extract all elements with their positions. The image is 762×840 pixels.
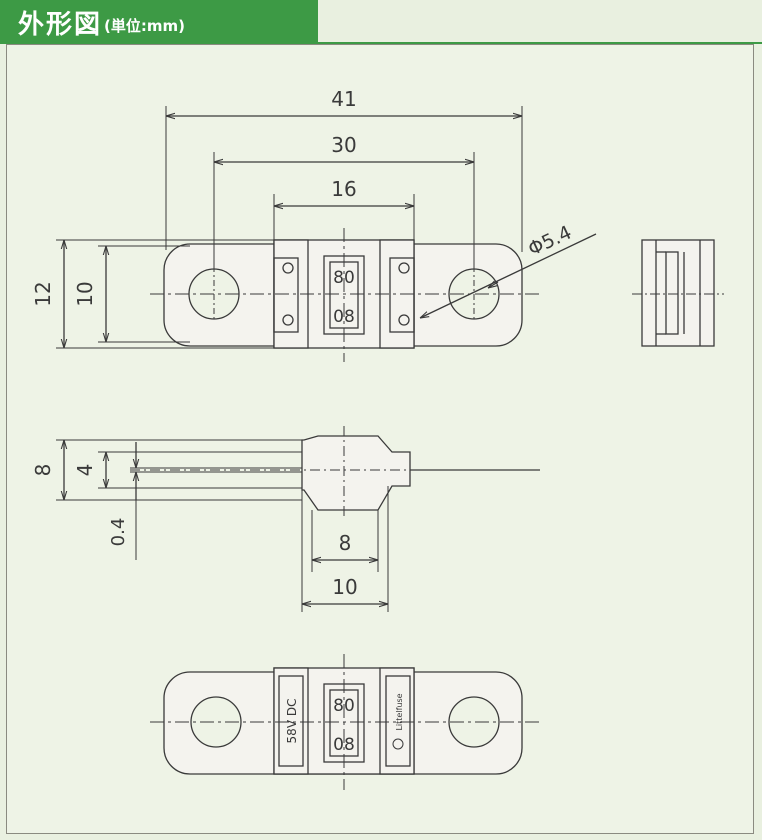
side-view: 8 4 0.4 8 10 [31, 426, 540, 612]
dim-04-label: 0.4 [108, 518, 129, 547]
dim-hole-leader [420, 233, 597, 318]
dim-4v-label: 4 [73, 464, 97, 477]
dim-41-label: 41 [331, 87, 356, 111]
header-bar: 外形図 (単位:mm) [0, 0, 318, 44]
bottom-brand-mark [392, 738, 404, 750]
bottom-view: 80 08 58V DC Littelfuse [150, 654, 540, 790]
header-underline [318, 42, 762, 44]
end-view-slot [665, 251, 679, 335]
bottom-right-hole [448, 696, 500, 748]
top-rivet-1 [282, 262, 294, 274]
dim-30-label: 30 [331, 133, 356, 157]
dim-10-label: 10 [73, 281, 97, 306]
top-rivet-4 [398, 314, 410, 326]
bottom-rating-text: 58V DC [285, 699, 299, 744]
bottom-left-hole [190, 696, 242, 748]
header-unit: (単位:mm) [104, 16, 185, 35]
top-rivet-3 [398, 262, 410, 274]
top-inner-left [273, 257, 299, 333]
dim-hole-leader-2 [488, 282, 499, 288]
bottom-brand-text: Littelfuse [395, 693, 404, 730]
dim-hole-label: Φ5.4 [525, 222, 575, 261]
top-view: 80 08 41 30 16 12 10 Φ5.4 [31, 87, 597, 362]
dim-10h-label: 10 [332, 575, 357, 599]
dim-8v-label: 8 [31, 464, 55, 477]
dim-16-label: 16 [331, 177, 356, 201]
bottom-label-right [385, 675, 411, 767]
bottom-label-left [278, 675, 304, 767]
header-title: 外形図 [18, 9, 103, 40]
top-rivet-2 [282, 314, 294, 326]
dim-12-label: 12 [31, 281, 55, 306]
end-view [632, 239, 724, 347]
dim-8h-label: 8 [339, 531, 352, 555]
side-body-outline [301, 435, 411, 511]
bottom-body-left-block [273, 667, 309, 775]
top-inner-right [389, 257, 415, 333]
bottom-window-text-bottom: 08 [333, 735, 355, 755]
